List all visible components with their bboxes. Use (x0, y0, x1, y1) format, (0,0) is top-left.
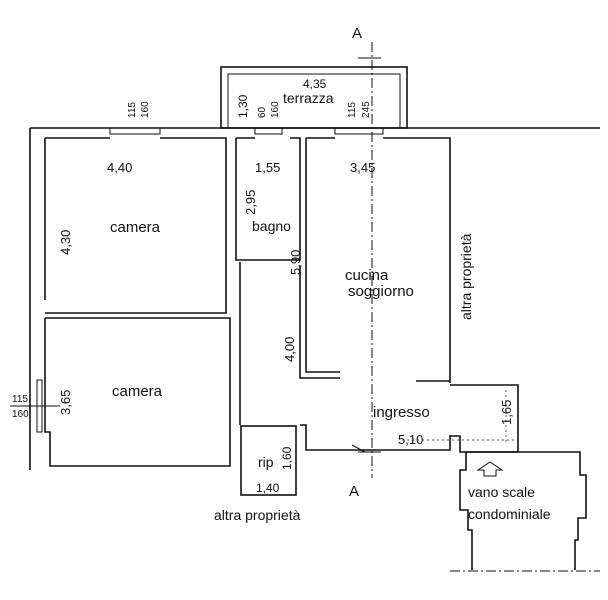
camera-top-width: 4,40 (107, 160, 132, 175)
window-dim: 115 (347, 102, 358, 118)
window-dim: 160 (12, 409, 29, 420)
window-cucina (334, 127, 384, 135)
section-label-top: A (352, 25, 362, 42)
window-camera-top (109, 127, 161, 135)
camera-top-walls (45, 137, 227, 314)
bagno-walls (235, 137, 301, 261)
cucina-walls (305, 137, 451, 383)
neighbor-bottom-label: altra proprietà (214, 507, 301, 523)
cucina-label: cucina (345, 267, 389, 284)
window-dim: 60 (257, 106, 268, 118)
cucina-width: 3,45 (350, 160, 375, 175)
neighbor-right-label: altra proprietà (458, 233, 474, 320)
section-label-bottom: A (349, 483, 359, 500)
rip-width: 1,40 (256, 481, 280, 495)
terrazza-label: terrazza (283, 90, 334, 106)
rip-walls (240, 425, 297, 496)
corridor-walls (239, 262, 340, 425)
rip-depth: 1,60 (280, 446, 294, 470)
entrance-arrow-icon (476, 461, 504, 477)
camera-bottom-walls (44, 317, 231, 467)
bagno-depth: 2,95 (243, 190, 258, 215)
rip-label: rip (258, 454, 274, 470)
walls (10, 42, 600, 572)
camera-top-depth: 4,30 (58, 230, 73, 255)
window-dim: 160 (140, 101, 151, 118)
dimension-lines (402, 390, 518, 445)
ingresso-label: ingresso (373, 404, 430, 421)
vano-scale-walls (459, 451, 587, 570)
labels: A A 4,35 terrazza 1,30 115 160 60 160 11… (12, 25, 551, 523)
bagno-label: bagno (252, 218, 291, 234)
cucina-depth: 5,90 (288, 250, 303, 275)
ingresso-walls (300, 380, 519, 453)
window-dim: 115 (12, 394, 28, 405)
ingresso-depth: 1,65 (499, 400, 514, 425)
camera-bottom-label: camera (112, 383, 163, 400)
bagno-width: 1,55 (255, 160, 280, 175)
condominiale-label: condominiale (468, 506, 551, 522)
vano-scale-label: vano scale (468, 484, 535, 500)
window-dim: 245 (361, 101, 372, 118)
section-ticks (351, 57, 381, 453)
camera-top-label: camera (110, 219, 161, 236)
terrazza-width: 4,35 (303, 77, 327, 91)
soggiorno-label: soggiorno (348, 283, 414, 300)
window-dim: 160 (270, 101, 281, 118)
ingresso-width: 5,10 (398, 432, 423, 447)
terrazza-depth: 1,30 (236, 94, 250, 118)
corridor-depth: 4,00 (282, 337, 297, 362)
window-dim: 115 (127, 102, 138, 118)
camera-bottom-depth: 3,65 (58, 390, 73, 415)
window-bagno (254, 127, 283, 135)
